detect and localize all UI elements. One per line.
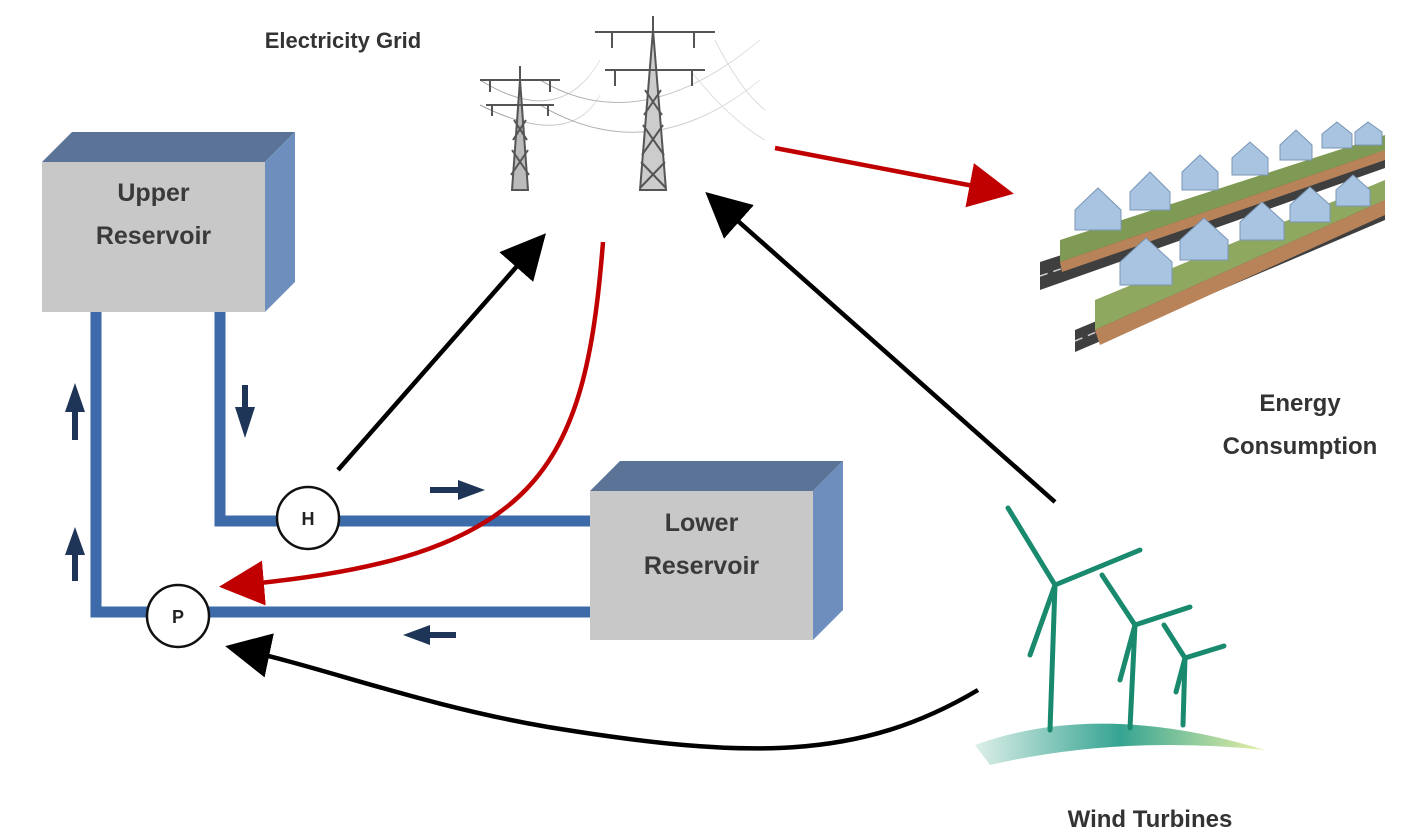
lower-reservoir-label: Lower Reservoir [590,502,813,588]
upper-reservoir-label: Upper Reservoir [42,172,265,258]
flow-down-arrow-icon [235,385,255,438]
pump-label: P [172,607,184,627]
penstock-pipe [214,312,590,527]
lower-reservoir-line1: Lower [664,509,739,537]
wind-turbine-icon [975,505,1265,765]
flow-up-arrow-icon [65,383,85,440]
grid-to-pump-arrow [219,241,606,606]
pipes [90,312,590,618]
hydro-turbine-node: H [275,485,341,551]
lower-reservoir-line2: Reservoir [643,552,760,580]
flow-right-arrow-icon [430,480,485,500]
energy-consumption-label: Energy Consumption [1190,382,1410,468]
pump-node: P [145,583,211,649]
grid-to-consumption-arrow [774,145,1014,208]
wind-to-grid-arrow [705,192,1057,504]
upper-reservoir [42,132,295,312]
energy-consumption-line2: Consumption [1222,433,1378,460]
upper-reservoir-line2: Reservoir [95,222,212,250]
hydro-turbine-label: H [302,509,315,529]
electricity-grid-label: Electricity Grid [264,28,422,53]
transmission-tower-icon [479,16,766,191]
energy-arrows [219,145,1057,751]
flow-up-arrow-icon [65,527,85,581]
pump-pipe [90,312,590,618]
flow-arrows [65,383,485,645]
energy-consumption-line1: Energy [1259,390,1341,417]
flow-left-arrow-icon [403,625,456,645]
lower-reservoir [590,461,843,640]
wind-to-pump-arrow [225,633,980,751]
generation-to-grid-arrow [336,233,546,472]
houses-icon [1039,121,1386,352]
wind-turbines-label: Wind Turbines [1067,806,1233,833]
upper-reservoir-line1: Upper [117,179,190,207]
